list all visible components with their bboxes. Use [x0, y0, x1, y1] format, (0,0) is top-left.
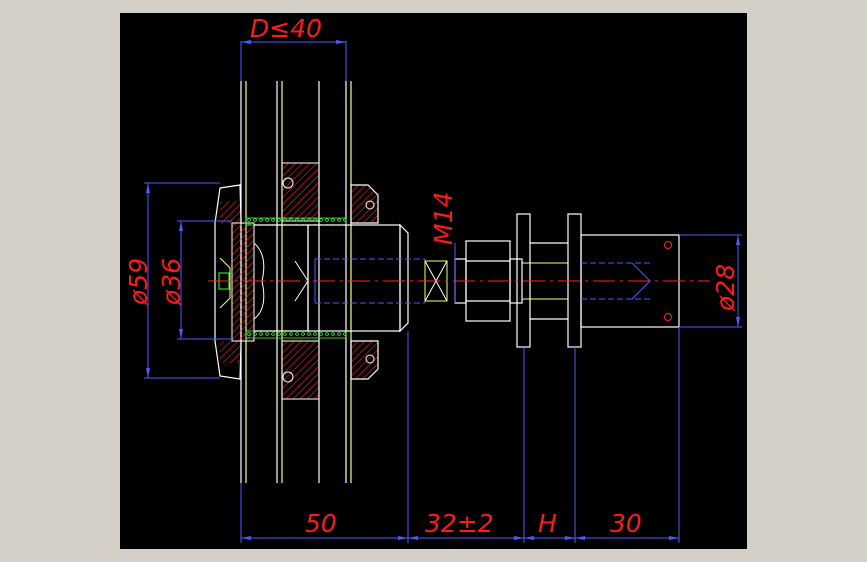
- length-adjust-label: 32±2: [425, 509, 494, 538]
- glass-panes: [240, 81, 352, 483]
- end-diameter-label: ø28: [711, 264, 740, 312]
- length-h-label: H: [538, 509, 557, 538]
- glass-thickness-label: D≤40: [250, 14, 322, 43]
- thread-label: M14: [429, 192, 458, 245]
- glass-thickness-dimension: D≤40: [240, 14, 347, 81]
- inner-diameter-label: ø36: [157, 258, 186, 306]
- bottom-dimensions: [240, 327, 680, 543]
- gaskets: [245, 217, 347, 339]
- sleeve-body: [253, 223, 409, 333]
- end-diameter-dimension: [679, 234, 742, 328]
- left-diameter-dimensions: [144, 182, 232, 379]
- outer-diameter-label: ø59: [124, 258, 153, 306]
- length-end-label: 30: [610, 509, 642, 538]
- spacer-blocks: [281, 162, 320, 400]
- length-body-label: 50: [305, 509, 337, 538]
- cad-drawing-canvas: D≤40: [120, 13, 747, 549]
- inner-clamp: [350, 184, 379, 380]
- drawing-svg: D≤40: [124, 14, 742, 543]
- outer-cap: [214, 184, 255, 380]
